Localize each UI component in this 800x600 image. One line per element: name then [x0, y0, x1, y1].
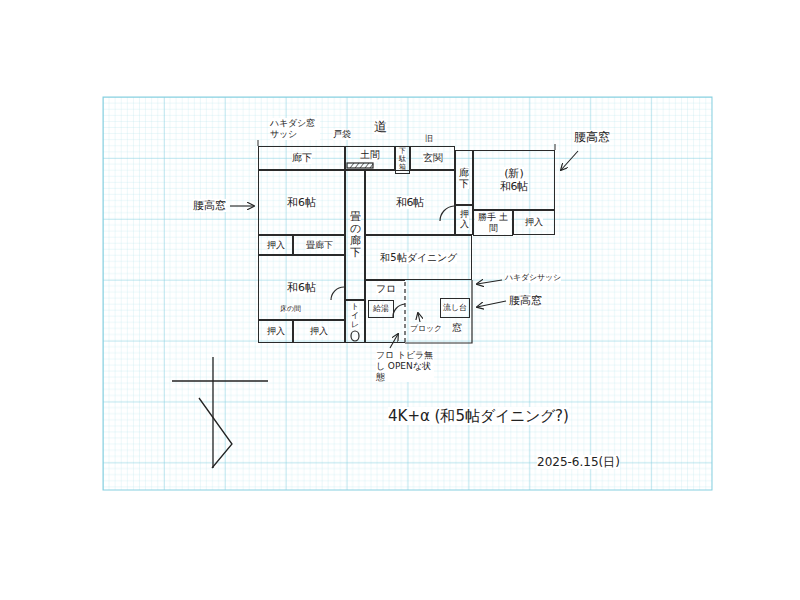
room-label: 押入: [267, 240, 285, 251]
room-box: 廊下: [455, 150, 473, 205]
annotation: フロ トビラ無し OPENな状態: [376, 350, 434, 382]
room-label: 和6帖: [287, 196, 316, 209]
room-box: 押入: [258, 235, 293, 255]
room-label: 和6帖: [500, 180, 529, 193]
room-box: 畳廊下: [293, 235, 345, 255]
annotation: 旧: [425, 134, 433, 144]
annotation: 腰高窓: [574, 130, 610, 144]
room-label: 玄関: [423, 152, 443, 164]
room-label: 和6帖: [287, 281, 316, 294]
room-box: 和6帖: [258, 170, 345, 235]
room-label: 勝手 土間: [475, 212, 511, 234]
room-box: 和6帖: [258, 255, 345, 320]
room-label: 押入: [310, 326, 328, 337]
annotation: 床の間: [280, 305, 301, 313]
annotation: 窓: [452, 322, 462, 334]
room-box: 押入: [455, 205, 473, 235]
room-label: 給湯: [373, 304, 389, 314]
annotation: 戸袋: [333, 129, 351, 140]
room-label: トイレ: [351, 303, 359, 329]
annotation: ハキダシ窓 サッシ: [270, 118, 320, 140]
annotation: 道: [374, 119, 387, 135]
room-label: 土間: [360, 149, 380, 161]
room-box: フロ給湯: [365, 280, 405, 343]
room-label: 畳廊下: [306, 240, 333, 251]
room-label: フロ: [376, 283, 396, 295]
compass: [172, 357, 268, 468]
room-box: 和6帖: [365, 170, 455, 235]
room-box: 押入: [293, 320, 345, 343]
room-label: 流し台: [443, 303, 467, 313]
annotation: ハキダシサッシ: [505, 273, 561, 283]
room-box: 玄関: [410, 146, 455, 170]
room-label: 和6帖: [396, 196, 425, 209]
room-label: 下駄箱: [399, 148, 406, 171]
room-label: (新): [504, 167, 524, 180]
room-box: トイレ: [345, 300, 365, 343]
room-box: 勝手 土間: [473, 210, 513, 236]
room-label: 畳の廊下: [350, 211, 361, 259]
room-box: 給湯: [368, 300, 394, 318]
annotation: 4K+α (和5帖ダイニング?): [388, 407, 569, 425]
annotation: ブロック: [410, 324, 442, 334]
room-box: (新)和6帖: [473, 150, 555, 210]
leader-arrows: [230, 151, 578, 348]
room-label: 廊下: [292, 152, 312, 164]
room-label: 廊下: [459, 167, 469, 189]
room-box: 土間: [345, 146, 395, 170]
room-label: 押入: [267, 326, 285, 337]
annotation: 腰高窓: [509, 294, 542, 307]
plan-lines: [258, 140, 555, 343]
room-label: 押入: [525, 217, 543, 228]
annotation: 2025-6.15(日): [537, 455, 620, 469]
room-box: 畳の廊下: [345, 170, 365, 300]
room-box: 押入: [513, 210, 555, 235]
room-box: 和5帖ダイニング: [365, 235, 472, 280]
room-label: 押入: [460, 210, 469, 230]
grid: [103, 97, 712, 490]
annotation: 腰高窓: [193, 199, 226, 212]
room-box: 押入: [258, 320, 293, 343]
room-box: 廊下: [258, 146, 345, 170]
room-box: 流し台: [440, 298, 470, 318]
room-label: 和5帖ダイニング: [380, 252, 456, 264]
